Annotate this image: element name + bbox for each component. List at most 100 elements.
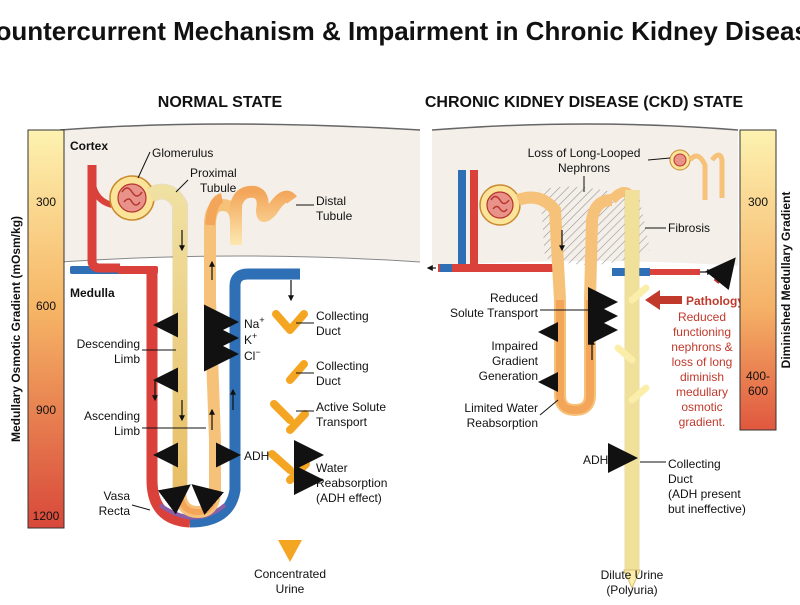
pathology-line: loss of long — [672, 355, 733, 369]
proximal-label-2: Tubule — [200, 181, 237, 195]
vasa-label-2: Recta — [99, 504, 131, 518]
left-tick-1200: 1200 — [33, 509, 60, 523]
glomerulus-icon — [117, 183, 147, 213]
vasa-label-1: Vasa — [104, 489, 131, 503]
collecting-label-1a: Collecting — [316, 309, 369, 323]
lost-nephron-glomerulus — [673, 153, 687, 167]
limited-label-2: Reabsorption — [467, 416, 538, 430]
distal-tubule — [230, 185, 297, 245]
proximal-tubule — [146, 184, 187, 490]
vasa-recta-ascending — [189, 268, 300, 528]
urine-label-1: Concentrated — [254, 567, 326, 581]
pathology-line: nephrons & — [671, 340, 732, 354]
pathology-line: Reduced — [678, 310, 726, 324]
impaired-label-2: Gradient — [492, 354, 539, 368]
pathology-line: functioning — [673, 325, 731, 339]
reduced-label-2: Solute Transport — [450, 306, 539, 320]
lost-nephron-tubule — [688, 152, 725, 200]
afferent-branch — [89, 174, 113, 208]
adh-label: ADH — [244, 449, 269, 463]
right-gradient-bar — [739, 129, 777, 431]
left-tick-300: 300 — [36, 195, 56, 209]
solute-arrow — [191, 484, 224, 516]
ion-sodium: Na+ — [244, 315, 265, 331]
ckd-capillary-tuft — [490, 195, 510, 213]
water-label-2: Reabsorption — [316, 476, 387, 490]
ckd-collecting-label-1: Collecting — [668, 457, 721, 471]
collecting-label-1b: Duct — [316, 324, 341, 338]
ion-chloride: Cl− — [244, 347, 261, 363]
pathology-line: medullary — [676, 385, 728, 399]
left-scale-label: Medullary Osmotic Gradient (mOsm/kg) — [9, 216, 23, 442]
water-label-3: (ADH effect) — [316, 491, 382, 505]
pathology-line: gradient. — [679, 415, 726, 429]
ckd-collecting-label-3: (ADH present — [668, 487, 741, 501]
corticomedullary-line — [59, 255, 421, 263]
proximal-label-1: Proximal — [190, 166, 237, 180]
left-tick-900: 900 — [36, 403, 56, 417]
ckd-urine-arrow — [623, 569, 641, 590]
medulla-label: Medulla — [70, 286, 115, 300]
leader-line — [137, 151, 151, 179]
pathology-line: osmotic — [681, 400, 722, 414]
right-scale-label: Diminished Medullary Gradient — [779, 192, 793, 369]
pathology-heading: Pathology: — [686, 294, 748, 308]
ckd-loop-inner — [556, 300, 594, 415]
ascending-upper — [205, 193, 224, 226]
fibrosis-label: Fibrosis — [668, 221, 710, 235]
distal-label-2: Tubule — [316, 209, 353, 223]
pathology-line: diminish — [680, 370, 724, 384]
pathology-arrow-icon — [645, 290, 682, 310]
impaired-label-1: Impaired — [491, 339, 538, 353]
loss-label-1: Loss of Long-Looped — [528, 146, 641, 160]
distal-label-1: Distal — [316, 194, 346, 208]
collecting-label-2b: Duct — [316, 374, 341, 388]
dilute-urine-label-2: (Polyuria) — [606, 583, 657, 597]
ckd-collecting-label-2: Duct — [668, 472, 693, 486]
ckd-collecting-label-4: but ineffective) — [668, 502, 746, 516]
left-tick-600: 600 — [36, 299, 56, 313]
leader-line — [131, 504, 151, 511]
ascending-label-2: Limb — [114, 424, 140, 438]
ckd-heading: CHRONIC KIDNEY DISEASE (CKD) STATE — [425, 94, 744, 111]
ckd-glomerulus-icon — [486, 191, 514, 219]
descending-label-1: Descending — [77, 337, 140, 351]
ion-potassium: K+ — [244, 331, 257, 347]
right-gradient-scale: 300 400- 600 Diminished Medullary Gradie… — [705, 129, 793, 431]
urine-label-2: Urine — [276, 582, 305, 596]
glomerulus-label: Glomerulus — [152, 146, 213, 160]
impaired-label-3: Generation — [479, 369, 538, 383]
ascending-label-1: Ascending — [84, 409, 140, 423]
active-transport-label-2: Transport — [316, 415, 368, 429]
dilute-urine-label-1: Dilute Urine — [601, 568, 664, 582]
leader-line — [175, 179, 189, 193]
active-transport-label-1: Active Solute — [316, 400, 386, 414]
afferent-arteriole — [87, 165, 120, 273]
water-label-1: Water — [316, 461, 348, 475]
capsule-line — [59, 123, 421, 131]
diagram-title: Countercurrent Mechanism & Impairment in… — [0, 16, 800, 46]
right-scale-arrow — [705, 257, 736, 291]
pathology-text: Reduced functioning nephrons & loss of l… — [671, 310, 732, 429]
loss-label-2: Nephrons — [558, 161, 610, 175]
cortex-label: Cortex — [70, 139, 108, 153]
capillary-tuft — [121, 187, 143, 206]
right-tick-400: 400- — [746, 369, 770, 383]
normal-panel: NORMAL STATE Cortex Medulla — [59, 94, 421, 596]
ckd-panel: CHRONIC KIDNEY DISEASE (CKD) STATE — [425, 94, 748, 597]
ckd-capsule-line — [431, 123, 739, 131]
solute-arrow — [157, 484, 191, 515]
collecting-label-2a: Collecting — [316, 359, 369, 373]
descending-label-2: Limb — [114, 352, 140, 366]
left-gradient-bar — [27, 129, 65, 529]
ckd-adh-label: ADH — [583, 453, 608, 467]
leader-line — [647, 157, 671, 161]
proximal-tubule-outline — [146, 183, 188, 490]
right-tick-300: 300 — [748, 195, 768, 209]
urine-arrow — [278, 540, 302, 562]
normal-heading: NORMAL STATE — [158, 94, 283, 111]
left-osmotic-scale: 300 600 900 1200 Medullary Osmotic Gradi… — [9, 129, 65, 529]
ckd-duct-branches — [614, 284, 650, 404]
